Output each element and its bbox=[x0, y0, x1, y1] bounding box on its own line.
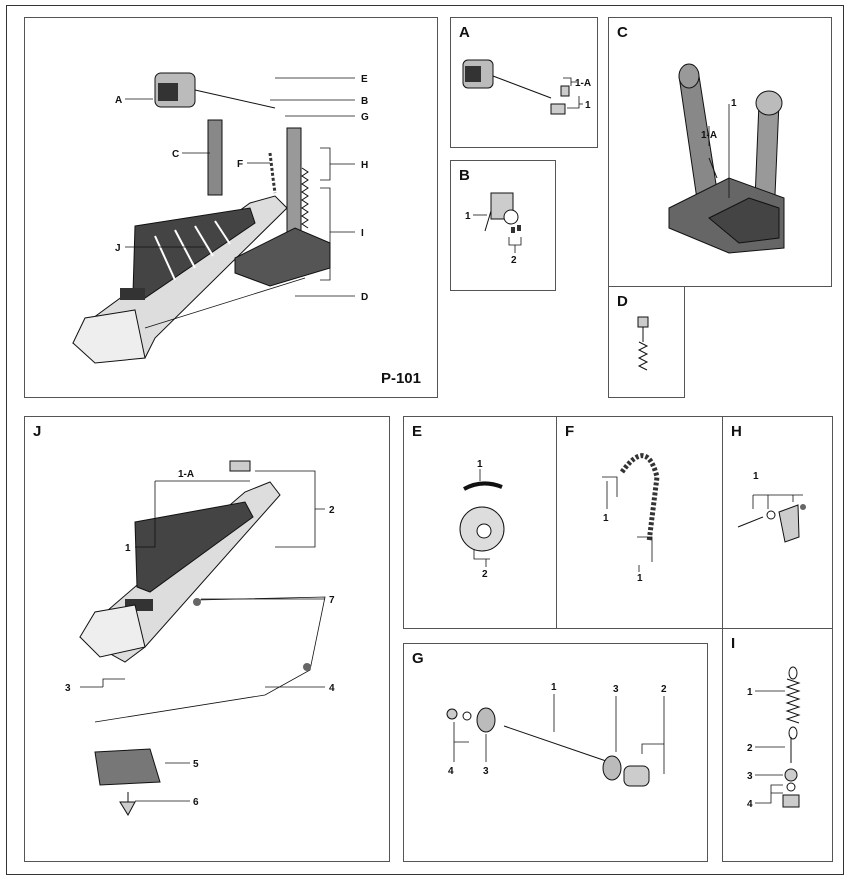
label: 1-A bbox=[701, 130, 717, 141]
label: 3 bbox=[747, 771, 753, 782]
panel-G: G 1 2 3 3 4 bbox=[403, 643, 708, 862]
label: 1 bbox=[731, 98, 737, 109]
label: 4 bbox=[747, 799, 753, 810]
sprocket-parts-drawing: 1 2 bbox=[459, 459, 505, 580]
callout-G: G bbox=[361, 112, 369, 123]
overview-pedal-drawing: A E B G C F H I J D bbox=[72, 72, 369, 364]
sheet-frame bbox=[6, 5, 844, 875]
beater-parts-drawing: 1-A 1 bbox=[462, 59, 591, 115]
callout-B: B bbox=[361, 96, 368, 107]
label: 4 bbox=[448, 766, 454, 777]
label: 4 bbox=[329, 683, 335, 694]
callout-D: D bbox=[361, 292, 368, 303]
panel-title: G bbox=[412, 650, 424, 667]
label: 2 bbox=[329, 505, 335, 516]
panel-title: A bbox=[459, 24, 470, 41]
callout-J: J bbox=[115, 243, 121, 254]
label: 3 bbox=[613, 684, 619, 695]
label: 3 bbox=[65, 683, 71, 694]
label: 2 bbox=[661, 684, 667, 695]
overview-callouts: A E B G C F H I J D bbox=[115, 74, 369, 303]
chain-parts-drawing: 1 1 bbox=[602, 453, 660, 584]
label: 6 bbox=[193, 797, 199, 808]
panel-title: I bbox=[731, 635, 736, 652]
label: 1 bbox=[125, 543, 131, 554]
panel-D: D bbox=[608, 286, 685, 398]
bracket-parts-drawing: 1 bbox=[737, 471, 806, 543]
panel-title: D bbox=[617, 293, 628, 310]
axle-parts-drawing: 1 2 3 3 4 bbox=[446, 682, 667, 787]
label: 1 bbox=[551, 682, 557, 693]
panel-title: B bbox=[459, 167, 470, 184]
label: 1 bbox=[465, 211, 471, 222]
label: 1 bbox=[585, 100, 591, 111]
callout-H: H bbox=[361, 160, 368, 171]
panel-I: I 1 2 3 4 bbox=[722, 628, 833, 862]
frame-parts-drawing: 1 1-A bbox=[668, 63, 785, 254]
footboard-parts-drawing: 1-A 1 2 3 4 5 6 7 bbox=[65, 460, 335, 817]
callout-C: C bbox=[172, 149, 179, 160]
label: 1-A bbox=[575, 78, 591, 89]
panel-A: A 1-A 1 bbox=[450, 17, 598, 148]
label: 1 bbox=[747, 687, 753, 698]
label: 7 bbox=[329, 595, 335, 606]
panel-title: E bbox=[412, 423, 423, 440]
label: 1-A bbox=[178, 469, 194, 480]
pearl-badge bbox=[120, 288, 145, 300]
panel-F: F 1 1 bbox=[556, 416, 723, 629]
panel-C: C 1 1-A bbox=[608, 17, 832, 287]
callout-E: E bbox=[361, 74, 368, 85]
label: 3 bbox=[483, 766, 489, 777]
panel-J: J 1-A 1 2 3 4 5 6 7 bbox=[24, 416, 390, 862]
label: 1 bbox=[477, 459, 483, 470]
callout-F: F bbox=[237, 159, 243, 170]
label: 2 bbox=[511, 255, 517, 266]
label: 5 bbox=[193, 759, 199, 770]
label: 1 bbox=[603, 513, 609, 524]
label: 2 bbox=[747, 743, 753, 754]
label: 1 bbox=[753, 471, 759, 482]
callout-I: I bbox=[361, 228, 364, 239]
screw-spring-drawing bbox=[637, 316, 649, 371]
panel-title: F bbox=[565, 423, 575, 440]
panel-title: H bbox=[731, 423, 742, 440]
panel-title: J bbox=[33, 423, 42, 440]
spring-parts-drawing: 1 2 3 4 bbox=[747, 666, 801, 810]
panel-B: B 1 2 bbox=[450, 160, 556, 291]
callout-A: A bbox=[115, 95, 122, 106]
label: 1 bbox=[637, 573, 643, 584]
panel-title: C bbox=[617, 24, 628, 41]
label: 2 bbox=[482, 569, 488, 580]
model-label: P-101 bbox=[380, 370, 421, 387]
panel-E: E 1 2 bbox=[403, 416, 557, 629]
overview-panel: A E B G C F H I J D P-101 bbox=[24, 17, 438, 398]
panel-H: H 1 bbox=[722, 416, 833, 629]
hinge-parts-drawing: 1 2 bbox=[465, 192, 522, 266]
